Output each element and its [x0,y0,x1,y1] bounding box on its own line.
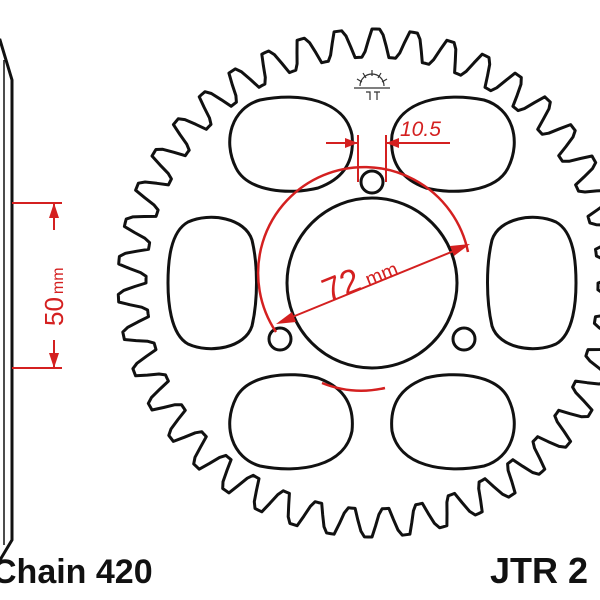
offset-arrow-top [49,203,59,218]
bolt-hole-right [451,326,477,352]
pcd-arrow-left [276,312,296,324]
part-number-label: JTR 2 [490,550,588,591]
jt-sprockets-logo-icon [354,70,390,100]
side-profile [0,38,14,562]
logo-ray-2 [362,72,367,79]
chain-label: Chain 420 [0,553,153,591]
pcd-arrow-right [450,244,470,256]
lightening-hole-top-left [228,95,354,193]
bolt-hole-top [359,169,385,195]
pcd-label: 72mm [317,246,403,310]
center-bore [285,196,459,370]
sprocket-body [116,27,600,539]
bolt-hole-left [267,326,293,352]
pcd-diameter-line [279,245,467,323]
logo-mark [366,91,380,100]
logo-ray-5 [381,78,388,83]
pcd-dimension: 72mm [256,165,470,392]
lightening-hole-bottom-right [390,373,516,471]
pcd-arc-upper [256,165,470,333]
pcd-arc-lower [321,381,386,392]
offset-arrow-bottom [49,353,59,368]
offset-dimension: 50mm [12,202,69,369]
lightening-hole-left [166,215,258,351]
bolt-hole-arrow-left [345,138,358,148]
bolt-hole-label: 10.5 [400,118,441,141]
bolt-hole-dimension: 10.5 [326,118,450,182]
logo-ray-4 [356,78,363,83]
lightening-hole-right [486,215,578,351]
bolt-hole-arrow-right [386,138,399,148]
sprocket-teeth-outline [116,27,600,539]
bolt-holes [267,169,477,352]
offset-label: 50mm [39,267,69,326]
side-profile-outline [0,38,14,562]
logo-ray-3 [377,72,382,79]
lightening-hole-bottom-left [228,373,354,471]
